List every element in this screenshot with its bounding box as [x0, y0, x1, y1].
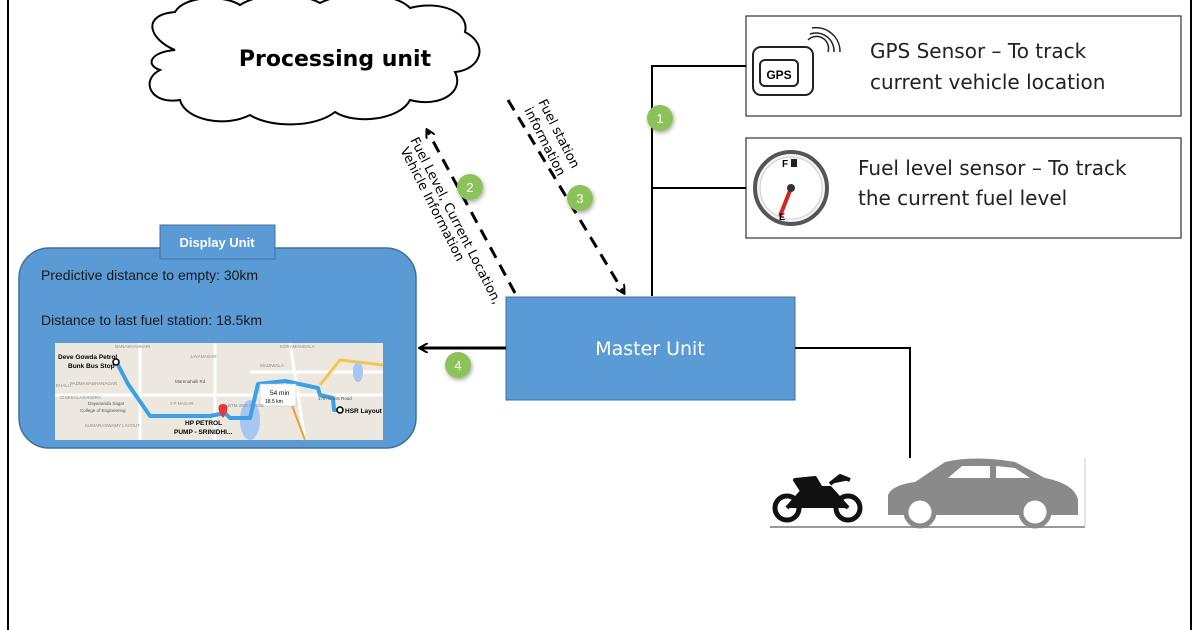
route-map[interactable]: Deve Gowda Petrol Bunk Bus Stop HSR Layo… [55, 342, 384, 441]
svg-text:College of Engineering: College of Engineering [80, 408, 126, 413]
svg-text:2: 2 [466, 180, 473, 195]
fuel-gauge-icon: F E [753, 150, 829, 226]
svg-text:4: 4 [454, 358, 461, 373]
svg-text:PUMP - SRINIDHI...: PUMP - SRINIDHI... [174, 429, 233, 436]
svg-text:GPS: GPS [766, 68, 791, 82]
svg-text:18.5 km: 18.5 km [265, 399, 283, 405]
vehicle-link-line [795, 347, 911, 458]
distance-to-last-station: Distance to last fuel station: 18.5km [41, 312, 262, 328]
car-icon [888, 458, 1078, 529]
svg-text:Dayananda Sagar: Dayananda Sagar [88, 401, 125, 406]
master-unit-label: Master Unit [595, 338, 705, 360]
svg-text:Marenahalli Rd: Marenahalli Rd [175, 379, 206, 384]
svg-text:J P NAGAR: J P NAGAR [170, 401, 194, 406]
motorcycle-icon [772, 474, 863, 523]
gps-sensor-box: GPS GPS Sensor – To track current vehicl… [745, 15, 1182, 117]
step-3-badge [567, 185, 593, 211]
route-info-card [259, 383, 297, 407]
arrow2-label-line1: Fuel Level, Current Location, [406, 135, 504, 307]
distance-to-empty: Predictive distance to empty: 30km [41, 267, 258, 283]
master-unit: Master Unit [505, 296, 796, 401]
svg-text:MADIWALA: MADIWALA [260, 363, 284, 368]
start-marker [112, 358, 120, 366]
svg-text:JAYANAGAR: JAYANAGAR [190, 354, 217, 359]
step-2-badge [457, 174, 483, 200]
fuel-sensor-box: F E Fuel level sensor – To track the cur… [745, 137, 1182, 239]
svg-text:Deve Gowda Petrol: Deve Gowda Petrol [58, 354, 117, 361]
step-4-badge [445, 352, 471, 378]
svg-text:BTM 2ND STAGE: BTM 2ND STAGE [228, 403, 264, 408]
display-unit-title: Display Unit [179, 235, 255, 250]
display-unit: Display Unit Predictive distance to empt… [18, 224, 417, 449]
route-line [115, 362, 340, 420]
gps-device-icon: GPS [752, 26, 841, 96]
arrow-to-processing [427, 130, 517, 294]
svg-text:F: F [782, 159, 788, 170]
svg-text:E: E [779, 212, 785, 222]
svg-text:PADMANABHANAGAR: PADMANABHANAGAR [70, 381, 118, 386]
vehicles [770, 458, 1086, 529]
step-1-badge [647, 105, 673, 131]
fuel-station-pin-icon [218, 404, 228, 418]
svg-text:EHALLI: EHALLI [56, 383, 72, 388]
sensor-bus-line [651, 65, 746, 296]
processing-unit-cloud: Processing unit [148, 0, 481, 126]
svg-text:3: 3 [576, 191, 583, 206]
svg-text:54 min: 54 min [270, 390, 290, 397]
svg-text:CHIKKALASANDRA: CHIKKALASANDRA [60, 395, 101, 400]
svg-text:HP PETROL: HP PETROL [185, 420, 222, 427]
step-badges [445, 105, 673, 378]
svg-text:17th Cross Road: 17th Cross Road [318, 396, 352, 401]
fuel-sensor-line2: the current fuel level [858, 186, 1067, 210]
svg-text:KUMARASWAMY LAYOUT: KUMARASWAMY LAYOUT [85, 423, 140, 428]
destination-marker [336, 406, 344, 414]
svg-text:Bunk Bus Stop: Bunk Bus Stop [68, 363, 115, 370]
fuel-sensor-line1: Fuel level sensor – To track [858, 156, 1127, 180]
svg-text:1: 1 [656, 111, 663, 126]
gps-sensor-line1: GPS Sensor – To track [870, 39, 1087, 63]
svg-text:BANASHANKARI: BANASHANKARI [115, 344, 150, 349]
svg-text:KORAMANGALA: KORAMANGALA [280, 344, 315, 349]
svg-text:HSR Layout: HSR Layout [345, 408, 383, 415]
arrow-to-master [506, 99, 624, 293]
gps-sensor-line2: current vehicle location [870, 70, 1105, 94]
processing-unit-label: Processing unit [239, 47, 432, 72]
